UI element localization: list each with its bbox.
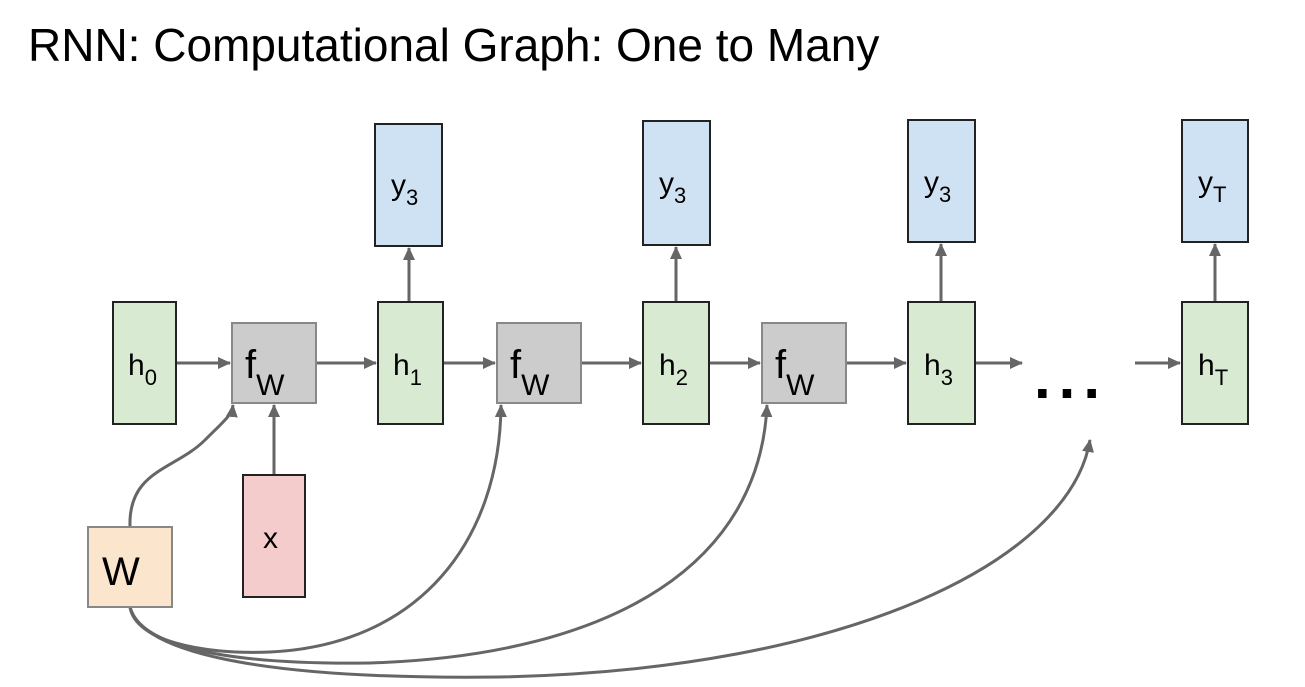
label-fw-1: fW (245, 343, 285, 402)
function-fw-3 (761, 322, 847, 404)
hidden-state-h1 (377, 301, 444, 425)
arrow-W-f2 (128, 404, 507, 654)
function-fw-2 (496, 322, 582, 404)
arrow-W-ellipsis (128, 439, 1094, 679)
output-y3 (907, 119, 976, 243)
hidden-state-h2 (642, 301, 710, 425)
arrow-W-f3 (128, 404, 773, 665)
ellipsis: ... (1034, 344, 1108, 411)
input-x (242, 474, 306, 598)
label-x: x (263, 522, 278, 555)
hidden-state-h3 (907, 301, 976, 425)
label-fw-2: fW (510, 343, 550, 402)
label-hT: hT (1198, 349, 1228, 390)
label-h2: h2 (659, 349, 688, 390)
label-W: W (102, 550, 140, 594)
output-yT (1181, 119, 1249, 243)
label-y3: y3 (924, 166, 951, 207)
label-h1: h1 (393, 349, 422, 390)
hidden-state-hT (1181, 301, 1249, 425)
arrow-W-f1 (128, 404, 238, 528)
hidden-state-h0 (112, 301, 177, 425)
weight-W (87, 526, 173, 608)
slide-title: RNN: Computational Graph: One to Many (28, 19, 880, 71)
label-yT: yT (1198, 166, 1226, 207)
label-fw-3: fW (775, 343, 815, 402)
arrows (128, 243, 1221, 679)
label-y2: y3 (659, 167, 686, 208)
function-fw-1 (231, 322, 317, 404)
label-h0: h0 (128, 349, 157, 390)
label-h3: h3 (924, 349, 953, 390)
label-y1: y3 (391, 169, 418, 210)
output-y1 (374, 123, 443, 247)
output-y2 (642, 120, 711, 246)
